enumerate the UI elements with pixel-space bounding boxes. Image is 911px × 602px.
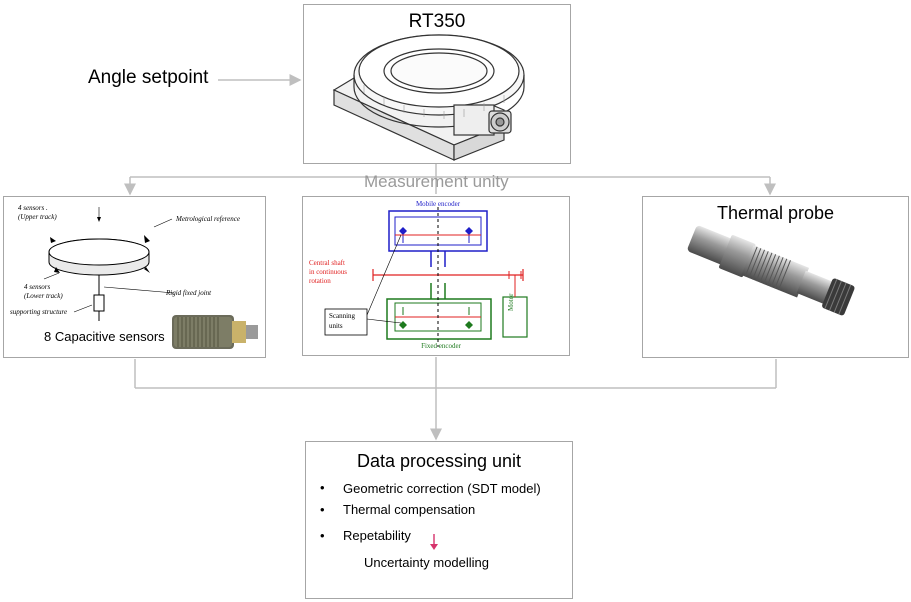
label-central-shaft-1: Central shaft [309, 259, 345, 267]
label-motor: Motor [507, 293, 515, 312]
capacitive-sensors-box: 4 sensors . (Upper track) Metrological r… [3, 196, 266, 358]
encoder-schematic [324, 207, 528, 347]
label-sensors-upper: 4 sensors . [18, 204, 48, 212]
label-scanning-2: units [329, 322, 343, 330]
list-item-geometric-correction: Geometric correction (SDT model) [343, 481, 541, 496]
label-sensors-lower: 4 sensors [24, 283, 51, 291]
thermal-probe-illustration [687, 225, 855, 316]
label-rigid-fixed-joint: Rigid fixed joint [166, 289, 212, 297]
bullet-dot-1: • [320, 480, 325, 495]
list-item-thermal-compensation: Thermal compensation [343, 502, 476, 517]
label-supporting-structure: supporting structure [10, 308, 68, 316]
rt350-title: RT350 [408, 11, 466, 32]
label-lower-track: (Lower track) [24, 292, 63, 300]
rotary-table-illustration [332, 34, 525, 161]
data-processing-box: Data processing unit • Geometric correct… [305, 441, 573, 599]
label-metrological-reference: Metrological reference [176, 215, 240, 223]
label-scanning-1: Scanning [329, 312, 356, 320]
encoder-box: Mobile encoder Central shaft in continuo… [302, 196, 570, 356]
thermal-probe-box: Thermal probe [642, 196, 909, 358]
label-mobile-encoder: Mobile encoder [415, 200, 461, 208]
bullet-dot-3: • [320, 528, 325, 543]
data-processing-title: Data processing unit [356, 451, 522, 471]
down-arrow-icon [430, 534, 438, 550]
measurement-unity-label: Measurement unity [364, 172, 509, 191]
label-central-shaft-2: in continuous [309, 268, 347, 276]
label-upper-track: (Upper track) [18, 213, 57, 221]
capacitive-caption: 8 Capacitive sensors [44, 329, 165, 344]
list-item-repetability: Repetability [343, 528, 411, 543]
rt350-box: RT350 [303, 4, 571, 164]
label-fixed-encoder: Fixed encoder [421, 342, 461, 350]
thermal-probe-title: Thermal probe [716, 203, 835, 223]
angle-setpoint-label: Angle setpoint [88, 67, 209, 88]
list-subitem-uncertainty: Uncertainty modelling [364, 555, 490, 570]
capacitive-sensor-diagram [43, 207, 258, 349]
bullet-dot-2: • [320, 502, 325, 517]
label-central-shaft-3: rotation [309, 277, 331, 285]
